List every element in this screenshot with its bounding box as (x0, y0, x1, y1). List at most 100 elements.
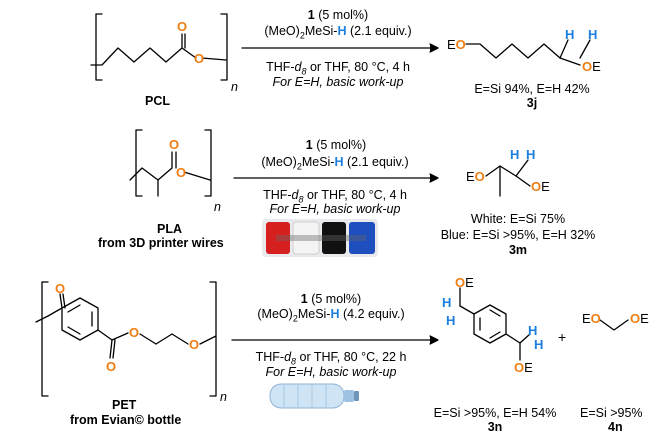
reagent-formula: (MeO) (261, 155, 297, 169)
compound-4n: 4n (608, 420, 623, 434)
product-4n-eo: EO (582, 312, 601, 326)
filament-spools-image (262, 219, 378, 257)
yield-3j: E=Si 94%, E=H 42% (474, 82, 590, 96)
atom-e: E (592, 59, 601, 74)
row1-conditions: THF-d8 or THF, 80 °C, 4 h (246, 60, 430, 76)
reagent-formula: (MeO) (257, 307, 293, 321)
row2-workup: For E=H, basic work-up (269, 202, 401, 216)
row3-workup: For E=H, basic work-up (265, 365, 397, 379)
reagent-formula: (MeO) (264, 24, 300, 38)
catalyst-loading: (5 mol%) (311, 292, 362, 306)
reagent-hydride: H (337, 24, 347, 38)
reagent-equiv: (2.1 equiv.) (347, 155, 409, 169)
row2-catalyst: 1 (5 mol%) (246, 138, 426, 152)
reagent-equiv: (4.2 equiv.) (343, 307, 405, 321)
catalyst-number: 1 (300, 292, 308, 306)
reagent-equiv: (2.1 equiv.) (350, 24, 412, 38)
yield-3n: E=Si >95%, E=H 54% (433, 406, 557, 420)
reagent-hydride: H (330, 307, 340, 321)
pcl-bracket-right (220, 13, 228, 81)
pla-carbonyl-oxygen: O (169, 137, 180, 152)
solvent: THF- (266, 60, 295, 74)
product-3j-oe: OE (582, 60, 601, 74)
pet-bracket-left (41, 281, 49, 397)
row1-workup: For E=H, basic work-up (272, 75, 404, 89)
solvent-d: d (291, 188, 299, 202)
solvent: THF- (263, 188, 292, 202)
reagent-subscript: 2 (296, 161, 302, 172)
pet-source: from Evian© bottle (70, 413, 182, 427)
solvent-conditions: or THF, 80 °C, 22 h (296, 350, 407, 364)
product-3m-h2: H (526, 147, 536, 162)
atom-o: O (455, 37, 466, 52)
atom-o: O (514, 360, 525, 375)
atom-e: E (447, 37, 456, 52)
row1-catalyst: 1 (5 mol%) (250, 8, 426, 22)
product-3j-h1: H (565, 27, 575, 42)
pla-ester-oxygen: O (176, 165, 187, 180)
pla-source: from 3D printer wires (98, 236, 224, 250)
product-3m-chain (485, 165, 517, 177)
yield-4n: E=Si >95% (580, 406, 643, 420)
reagent-silane: MeSi- (301, 155, 335, 169)
product-3n-h3: H (528, 323, 538, 338)
solvent-conditions: or THF, 80 °C, 4 h (303, 188, 407, 202)
row2-reagent: (MeO)2MeSi-H (2.1 equiv.) (240, 155, 430, 172)
product-3n-oe-bottom: OE (514, 361, 533, 375)
product-3n-h4: H (534, 337, 544, 352)
pcl-carbonyl-oxygen: O (177, 19, 188, 34)
pcl-ester-oxygen: O (194, 51, 205, 66)
solvent-sub: 8 (291, 356, 297, 367)
pet-repeat-n: n (220, 390, 227, 404)
row3-catalyst: 1 (5 mol%) (236, 292, 426, 306)
product-3m-eo: EO (466, 170, 485, 184)
product-4n-oe: OE (630, 312, 649, 326)
atom-e: E (466, 169, 475, 184)
catalyst-loading: (5 mol%) (316, 138, 367, 152)
atom-e: E (524, 360, 533, 375)
pet-bracket-right (209, 281, 217, 397)
pcl-chain (90, 47, 197, 66)
pla-bracket-right (204, 129, 212, 197)
pla-bracket-left (135, 129, 143, 197)
reagent-subscript: 2 (292, 313, 298, 324)
row3-conditions: THF-d8 or THF, 80 °C, 22 h (232, 350, 430, 367)
row1-reagent: (MeO)2MeSi-H (2.1 equiv.) (246, 24, 430, 41)
yield-3m-blue: Blue: E=Si >95%, E=H 32% (440, 228, 596, 242)
solvent-d: d (284, 350, 292, 364)
solvent-conditions: or THF, 80 °C, 4 h (306, 60, 410, 74)
reagent-silane: MeSi- (304, 24, 338, 38)
pet-ester-oxygen-1: O (129, 325, 140, 340)
product-3j-eo: EO (447, 38, 466, 52)
row2-conditions: THF-d8 or THF, 80 °C, 4 h (240, 188, 430, 204)
catalyst-number: 1 (305, 138, 313, 152)
atom-e: E (640, 311, 649, 326)
product-3j-h2: H (588, 27, 598, 42)
atom-o: O (474, 169, 485, 184)
row3-reagent: (MeO)2MeSi-H (4.2 equiv.) (232, 307, 430, 324)
catalyst-number: 1 (307, 8, 315, 22)
atom-o: O (531, 179, 542, 194)
atom-o: O (590, 311, 601, 326)
atom-o: O (582, 59, 593, 74)
product-3j-chain (465, 43, 561, 59)
water-bottle-image (269, 383, 359, 409)
reagent-subscript: 2 (299, 30, 305, 41)
compound-3j: 3j (526, 96, 538, 110)
yield-3m-white: White: E=Si 75% (470, 212, 566, 226)
product-4n-chain (599, 319, 629, 331)
product-3n-oe-top: OE (455, 276, 474, 290)
product-3m-h1: H (510, 147, 520, 162)
product-3n-h2: H (446, 313, 456, 328)
product-3n-h1: H (442, 295, 452, 310)
atom-e: E (582, 311, 591, 326)
pet-carbonyl-oxygen-top: O (55, 281, 66, 296)
product-3m-oe: OE (531, 180, 550, 194)
solvent: THF- (255, 350, 285, 364)
pcl-repeat-n: n (231, 80, 238, 94)
compound-3n: 3n (487, 420, 503, 434)
pla-label: PLA (157, 222, 182, 236)
atom-o: O (630, 311, 641, 326)
